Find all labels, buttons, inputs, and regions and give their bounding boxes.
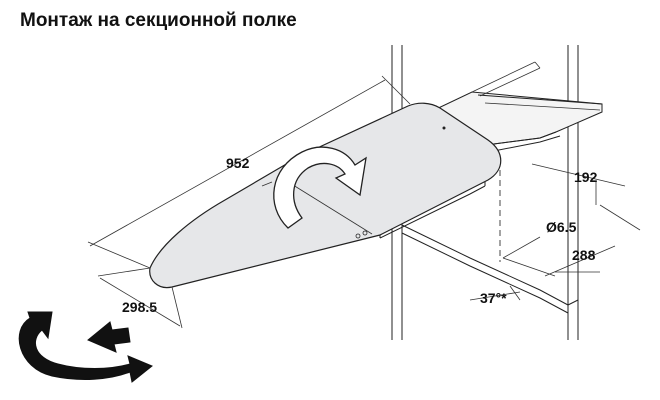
- dimension-192: 192: [531, 163, 641, 231]
- hole-diameter-label: Ø6.5: [546, 219, 577, 235]
- angle-label: 37°*: [480, 290, 507, 306]
- diagram-title: Монтаж на секционной полке: [20, 10, 297, 31]
- dimension-298-5-label: 298.5: [122, 299, 157, 315]
- dimension-298-5: 298.5: [97, 267, 183, 329]
- mounting-shelf: [401, 224, 579, 314]
- swivel-arrow-icon: [18, 311, 153, 383]
- dimension-288-label: 288: [572, 247, 596, 263]
- ironing-board: [149, 102, 502, 289]
- dimension-952-label: 952: [226, 155, 250, 171]
- angle-marker: 37°*: [469, 285, 521, 306]
- rotate-arrow-icon: [273, 146, 367, 229]
- dimension-288: 288 Ø6.5: [499, 170, 616, 277]
- board-fold-line: [284, 179, 373, 235]
- dimension-952: 952: [87, 75, 411, 269]
- dimension-192-label: 192: [574, 169, 598, 185]
